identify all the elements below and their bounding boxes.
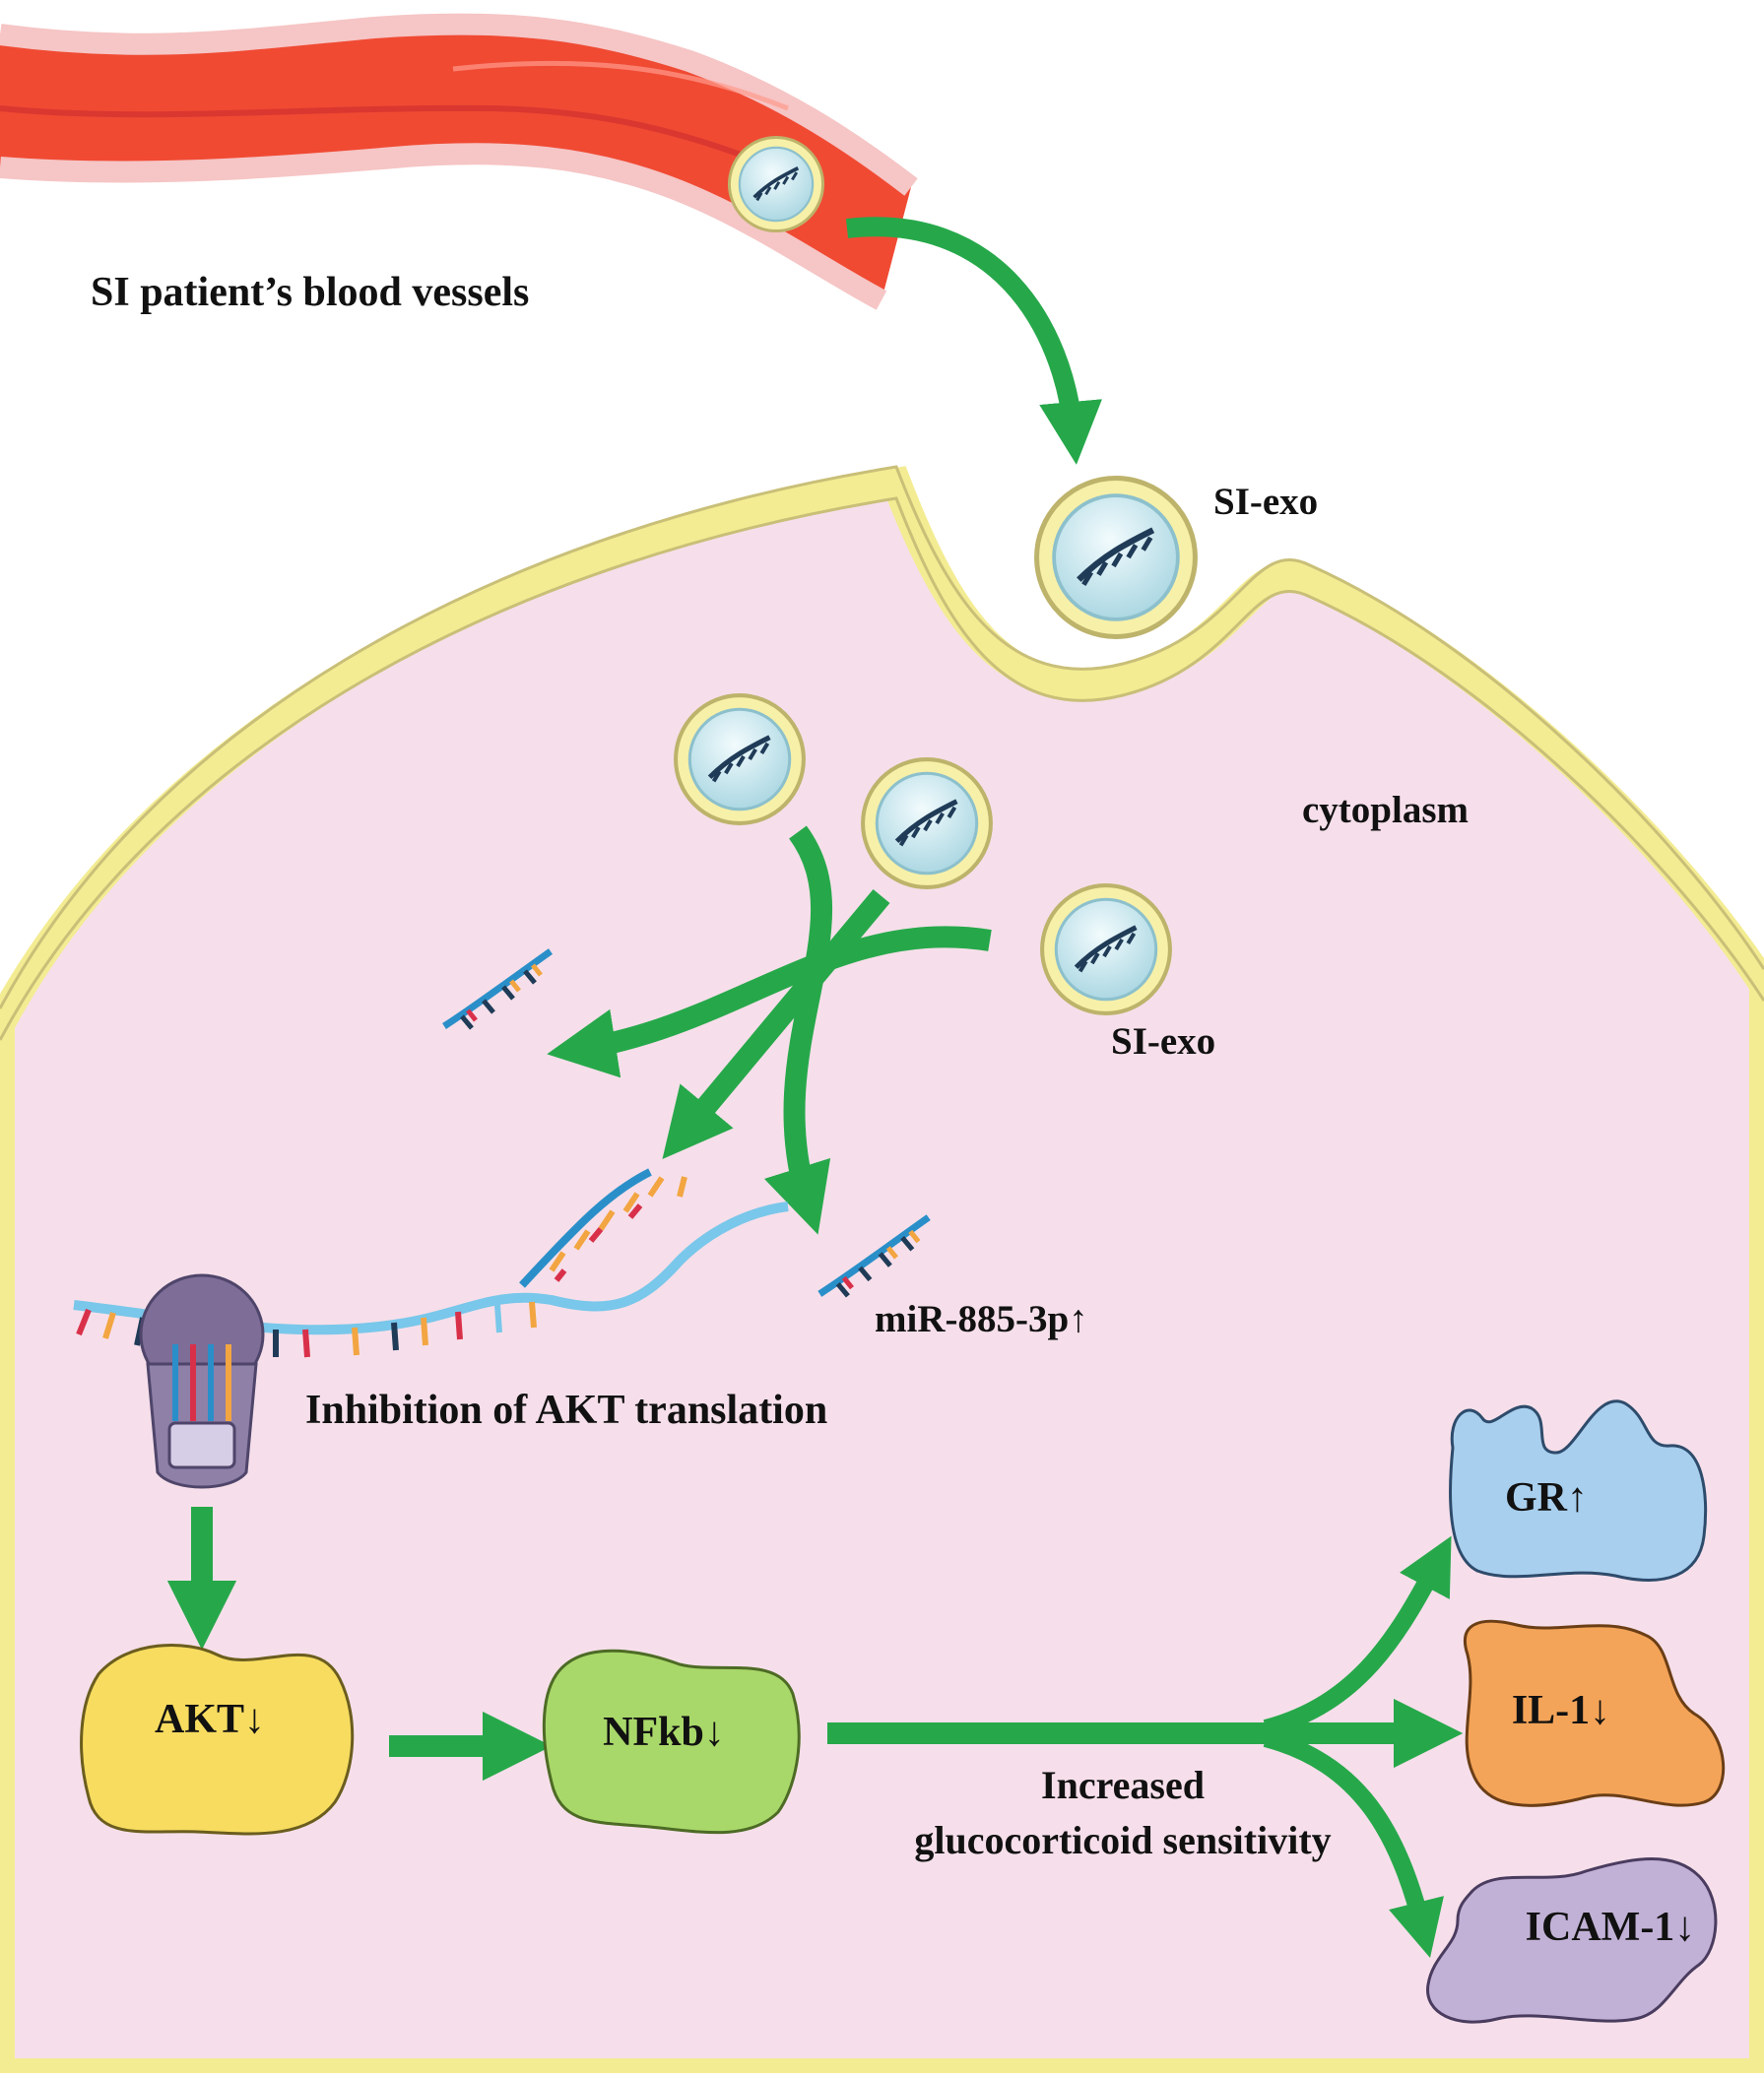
akt-protein [80,1644,355,1836]
arrow-to-free-mirna [547,926,992,1078]
sensitivity-line-1: Increased [1041,1763,1205,1807]
nfkb-label: NFkb↓ [603,1710,725,1755]
cell-membrane [0,466,1764,2078]
arrow-to-gr [1263,1535,1452,1737]
sensitivity-line-2: glucocorticoid sensitivity [914,1818,1332,1862]
arrow-to-mirna [763,825,833,1235]
arrow-to-icam1 [1263,1729,1444,1958]
sensitivity-label: Increased glucocorticoid sensitivity [867,1758,1379,1868]
icam1-label: ICAM-1↓ [1525,1905,1696,1950]
gr-label: GR↑ [1505,1475,1588,1521]
exosome-2 [863,759,991,887]
arrow-release [845,217,1102,465]
exosome-in-vessel [727,135,825,233]
blood-vessel-label: SI patient’s blood vessels [91,270,530,315]
akt-label: AKT↓ [154,1697,265,1742]
inhibition-label: Inhibition of AKT translation [305,1388,828,1433]
nfkb-protein [542,1649,801,1835]
icam1-protein [1426,1857,1718,2024]
il1-protein [1464,1619,1726,1807]
exosome-3 [1042,885,1170,1013]
il1-label: IL-1↓ [1511,1688,1611,1733]
blood-vessel [0,13,918,310]
gr-protein [1449,1399,1708,1582]
exosome-1 [676,695,804,823]
exosome-label-inside: SI-exo [1111,1020,1216,1063]
arrow-to-mrna [662,888,890,1160]
exosome-outside [1037,479,1196,637]
exosome-label-outside: SI-exo [1213,481,1319,523]
cytoplasm-label: cytoplasm [1302,789,1469,831]
ribosome [139,1273,265,1489]
mirna-label: miR-885-3p↑ [875,1298,1088,1340]
